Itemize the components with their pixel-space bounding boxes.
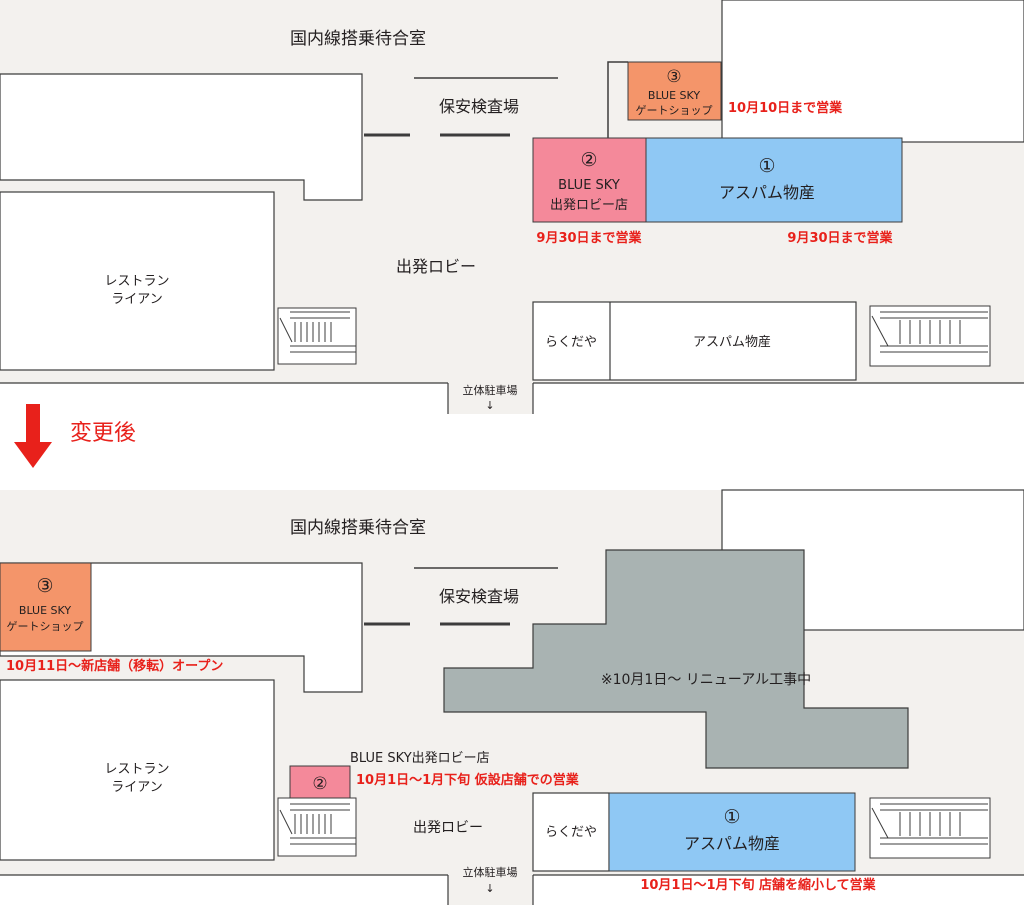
before-restaurant-line2: ライアン <box>111 292 162 307</box>
before-escalator-right <box>869 305 991 367</box>
arrow-shaft <box>26 404 40 444</box>
before-aspam-shop-label: アスパム物産 <box>693 334 771 350</box>
before-store2-number: ② <box>580 149 597 171</box>
before-restaurant-line1: レストラン <box>104 274 169 289</box>
after-map: レストラン ライアン ※10月1日～ リニューアル工事中 らくだや <box>0 489 1024 905</box>
after-renewal-label: ※10月1日～ リニューアル工事中 <box>601 672 811 688</box>
after-rakudaya-block <box>532 792 610 872</box>
after-lounge-label: 国内線搭乗待合室 <box>290 518 426 538</box>
before-store2 <box>532 137 647 223</box>
change-arrow <box>14 404 52 468</box>
after-store1-name: アスパム物産 <box>684 834 780 853</box>
before-left-block <box>0 73 363 201</box>
before-escalator-left <box>277 307 357 365</box>
after-restaurant-block <box>0 679 275 861</box>
after-restaurant-line1: レストラン <box>104 762 169 777</box>
change-label: 変更後 <box>70 421 136 446</box>
before-store3 <box>627 61 722 121</box>
after-store1-number: ① <box>723 806 740 828</box>
after-security-label: 保安検査場 <box>439 587 519 606</box>
after-renewal-area <box>443 549 909 769</box>
before-pillar <box>607 61 628 142</box>
after-parking-arrow: ↓ <box>485 882 494 895</box>
before-store2-line1: BLUE SKY <box>558 178 620 193</box>
after-store3 <box>0 562 92 652</box>
after-store2-title: BLUE SKY出発ロビー店 <box>350 751 490 766</box>
before-parking-arrow: ↓ <box>485 399 494 412</box>
before-store3-number: ③ <box>666 67 681 87</box>
after-store2-number: ② <box>312 774 327 794</box>
before-rakudaya-label: らくだや <box>545 335 597 350</box>
before-back-room <box>721 0 1024 143</box>
before-store3-line2: ゲートショップ <box>636 104 713 117</box>
before-map: レストラン ライアン らくだや アスパム物産 <box>0 0 1024 414</box>
after-escalator-right <box>869 797 991 859</box>
after-restaurant-line2: ライアン <box>111 780 162 795</box>
after-outside-right <box>533 875 1024 905</box>
before-outside-left <box>0 383 448 414</box>
before-restaurant-block <box>0 191 275 371</box>
after-escalator-left <box>277 797 357 857</box>
after-outside-left <box>0 875 448 905</box>
after-store3-note: 10月11日～新店舗（移転）オープン <box>6 658 223 674</box>
before-store1-number: ① <box>758 155 775 177</box>
after-store3-line2: ゲートショップ <box>7 620 84 633</box>
after-rakudaya-label: らくだや <box>545 825 597 840</box>
before-parking-label: 立体駐車場 <box>463 383 518 397</box>
after-parking-label: 立体駐車場 <box>463 865 518 879</box>
before-store1-name: アスパム物産 <box>719 183 815 202</box>
after-store3-line1: BLUE SKY <box>19 604 71 617</box>
before-lounge-label: 国内線搭乗待合室 <box>290 29 426 49</box>
after-store2 <box>289 765 351 799</box>
before-shops-block <box>532 301 857 381</box>
after-store3-number: ③ <box>36 575 53 597</box>
before-store3-note: 10月10日まで営業 <box>728 100 843 116</box>
arrow-head-icon <box>14 442 52 468</box>
before-store2-line2: 出発ロビー店 <box>550 198 628 213</box>
before-store2-note: 9月30日まで営業 <box>536 230 642 246</box>
before-store3-line1: BLUE SKY <box>648 89 700 102</box>
before-lobby-label: 出発ロビー <box>396 257 476 276</box>
after-store2-note: 10月1日～1月下旬 仮設店舗での営業 <box>356 772 580 788</box>
after-store1 <box>608 792 856 872</box>
before-store1 <box>645 137 903 223</box>
before-outside-right <box>533 383 1024 414</box>
after-lobby-label: 出発ロビー <box>413 820 483 836</box>
before-security-label: 保安検査場 <box>439 97 519 116</box>
after-store1-note: 10月1日～1月下旬 店舗を縮小して営業 <box>640 877 876 893</box>
before-store1-note: 9月30日まで営業 <box>787 230 893 246</box>
